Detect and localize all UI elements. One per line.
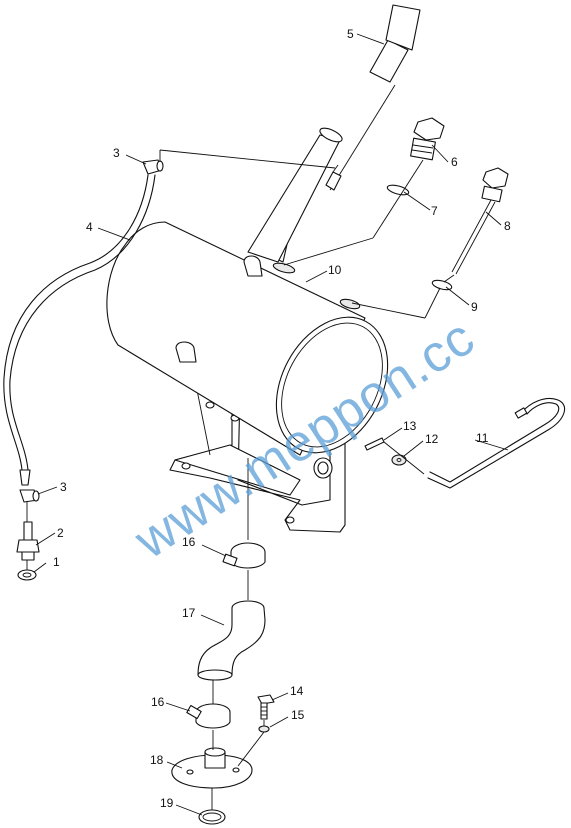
sealing-washer bbox=[17, 569, 37, 581]
callout-9: 9 bbox=[471, 300, 478, 314]
callout-3-lower: 3 bbox=[60, 480, 67, 494]
elbow-fitting-top bbox=[142, 159, 164, 175]
gasket bbox=[386, 184, 410, 196]
adapter-fitting bbox=[16, 521, 40, 561]
elbow-fitting-bottom bbox=[19, 489, 40, 503]
callout-14: 14 bbox=[290, 684, 304, 698]
muffler-tank bbox=[106, 221, 389, 456]
tank-port-seals bbox=[272, 262, 361, 310]
bolt-washer bbox=[258, 725, 270, 733]
flat-washer bbox=[391, 454, 407, 466]
callout-19: 19 bbox=[160, 796, 174, 810]
hex-bolt bbox=[257, 694, 275, 720]
pipe-clamp-lower bbox=[186, 703, 231, 729]
callout-4: 4 bbox=[86, 220, 93, 234]
muffler-mounting-bracket bbox=[169, 379, 346, 533]
bent-drain-line bbox=[427, 397, 566, 489]
callout-11: 11 bbox=[476, 431, 489, 445]
callout-6: 6 bbox=[451, 155, 458, 169]
callout-8: 8 bbox=[504, 219, 511, 233]
callout-15: 15 bbox=[291, 708, 305, 722]
drain-tube bbox=[3, 174, 156, 486]
outlet-flange bbox=[171, 747, 253, 789]
callout-5: 5 bbox=[347, 27, 354, 41]
drain-plug bbox=[410, 117, 445, 161]
callout-13: 13 bbox=[403, 419, 417, 433]
callout-10: 10 bbox=[328, 263, 342, 277]
callout-7: 7 bbox=[431, 204, 438, 218]
temperature-probe bbox=[451, 167, 509, 275]
o-ring-gasket bbox=[198, 809, 226, 825]
callout-17: 17 bbox=[182, 606, 196, 620]
callout-16-upper: 16 bbox=[182, 535, 196, 549]
callout-labels: 1 2 3 3 4 5 6 7 8 9 10 11 12 13 16 17 14… bbox=[53, 27, 511, 810]
callout-12: 12 bbox=[425, 432, 439, 446]
callout-18: 18 bbox=[150, 753, 164, 767]
exhaust-elbow bbox=[197, 600, 266, 681]
callout-2: 2 bbox=[57, 526, 64, 540]
cotter-pin bbox=[364, 437, 385, 451]
tail-pipe bbox=[247, 4, 421, 263]
callout-leaders bbox=[33, 33, 509, 816]
callout-1: 1 bbox=[53, 555, 60, 569]
assembly-axis-lines bbox=[26, 149, 455, 810]
pipe-sensor-fitting bbox=[325, 164, 342, 191]
pipe-clamp-upper bbox=[222, 542, 266, 569]
callout-3-upper: 3 bbox=[113, 146, 120, 160]
callout-16-lower: 16 bbox=[151, 695, 165, 709]
